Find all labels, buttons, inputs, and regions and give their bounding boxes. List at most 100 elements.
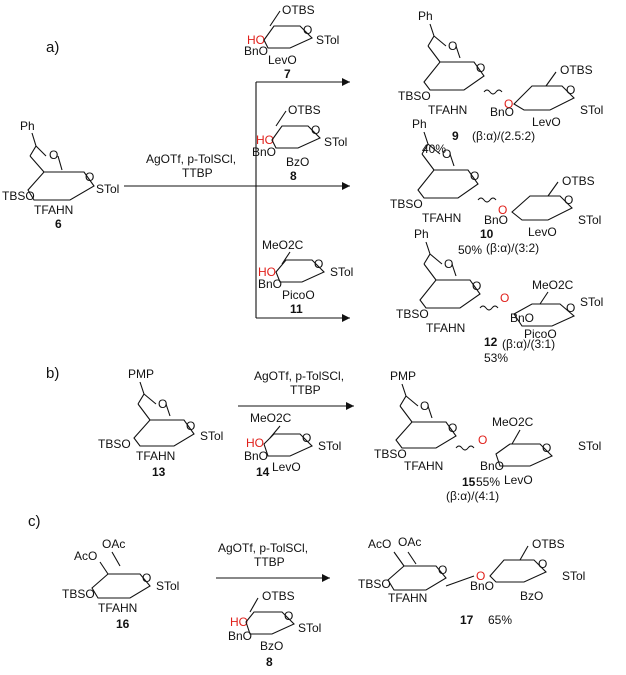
reagents-c-line1: AgOTf, p-TolSCl,: [218, 541, 308, 555]
bno-8c: BnO: [228, 629, 252, 643]
tbso-12: TBSO: [396, 307, 429, 321]
compound-8c-number: 8: [266, 655, 273, 669]
meo2c-12: MeO2C: [532, 278, 574, 292]
ho-7: HO: [247, 33, 265, 47]
stol-10: STol: [578, 213, 601, 227]
donor-16-structure: AcO OAc O STol TBSO TFAHN 16: [62, 537, 179, 631]
levo-7: LevO: [268, 53, 297, 67]
ph-12: Ph: [414, 227, 429, 241]
tbso-16: TBSO: [62, 587, 95, 601]
compound-14-number: 14: [256, 465, 270, 479]
stol-13: STol: [200, 429, 223, 443]
compound-6-number: 6: [55, 217, 62, 231]
otbs-9: OTBS: [560, 63, 593, 77]
stol-8c: STol: [298, 621, 321, 635]
product-15-structure: PMP O O O TBSO TFAHN MeO2C O STol BnO Le…: [374, 369, 601, 503]
otbs-8a: OTBS: [288, 103, 321, 117]
o-15: O: [420, 399, 429, 413]
otbs-17: OTBS: [532, 537, 565, 551]
pmp-15: PMP: [390, 369, 416, 383]
reagents-a-line2: TTBP: [182, 166, 213, 180]
product-12-structure: Ph O O O TBSO TFAHN MeO2C O STol BnO Pic…: [396, 227, 603, 365]
ring-o-10b: O: [564, 193, 573, 207]
product-10-structure: Ph O O O TBSO TFAHN OTBS O STol BnO LevO…: [390, 117, 601, 257]
reagents-a-line1: AgOTf, p-TolSCl,: [146, 152, 236, 166]
otbs-8c: OTBS: [262, 589, 295, 603]
linkage-o-9: O: [504, 97, 513, 111]
bno-9: BnO: [490, 105, 514, 119]
bno-15: BnO: [480, 459, 504, 473]
bno-7: BnO: [244, 44, 268, 58]
compound-16-number: 16: [116, 617, 130, 631]
ring-o-15b: O: [542, 441, 551, 455]
tbso-13: TBSO: [98, 437, 131, 451]
ring-o-12b: O: [566, 301, 575, 315]
compound-11-number: 11: [290, 302, 303, 316]
arrowhead-12: [342, 314, 350, 322]
arrowhead-b: [346, 402, 354, 410]
meo2c-14: MeO2C: [250, 411, 292, 425]
acceptor-7-structure: OTBS HO O STol BnO LevO 7: [244, 3, 339, 81]
ratio-10: (β:α)/(3:2): [486, 241, 539, 255]
levo-15: LevO: [504, 473, 533, 487]
stol-8a: STol: [324, 135, 347, 149]
acceptor-14-structure: MeO2C HO O STol BnO LevO 14: [244, 411, 341, 479]
donor-6-structure: Ph O O STol TBSO TFAHN 6: [2, 119, 119, 231]
bzo-17: BzO: [520, 589, 543, 603]
pmp-13: PMP: [128, 367, 154, 381]
picoo-11: PicoO: [282, 288, 315, 302]
compound-8a-number: 8: [290, 169, 297, 183]
stol-12: STol: [580, 295, 603, 309]
ratio-15: (β:α)/(4:1): [446, 489, 499, 503]
ring-o-8a: O: [311, 123, 320, 137]
ring-o-14: O: [302, 431, 311, 445]
linkage-o-10: O: [498, 203, 507, 217]
linkage-o-12: O: [500, 291, 509, 305]
ratio-9: (β:α)/(2.5:2): [472, 129, 535, 143]
ring-o-8c: O: [284, 609, 293, 623]
yield-12: 53%: [484, 351, 508, 365]
stol-11: STol: [330, 265, 353, 279]
donor-13-structure: PMP O O STol TBSO TFAHN 13: [98, 367, 223, 479]
oac-16: OAc: [102, 537, 125, 551]
ho-8c: HO: [230, 615, 248, 629]
arrowhead-9: [342, 78, 350, 86]
levo-10: LevO: [528, 225, 557, 239]
tfahn-6: TFAHN: [34, 203, 73, 217]
benzylidene-o: O: [49, 148, 58, 162]
stol-6: STol: [96, 182, 119, 196]
product-17-structure: AcO OAc O O TBSO TFAHN OTBS O STol BnO B…: [358, 535, 585, 627]
ring-o-7: O: [303, 23, 312, 37]
acceptor-8c-structure: OTBS HO O STol BnO BzO 8: [228, 589, 321, 669]
compound-9-number: 9: [452, 129, 459, 143]
ring-o-15a: O: [448, 421, 457, 435]
tbso-6: TBSO: [2, 189, 35, 203]
ring-o-13: O: [186, 419, 195, 433]
section-c-label: c): [28, 513, 41, 530]
bno-8a: BnO: [252, 145, 276, 159]
bno-10: BnO: [484, 213, 508, 227]
benzylidene-ph: Ph: [20, 119, 35, 133]
o-12a: O: [444, 257, 453, 271]
stol-17: STol: [562, 569, 585, 583]
aco-17: AcO: [368, 537, 391, 551]
section-a-label: a): [46, 39, 59, 56]
tfahn-15: TFAHN: [404, 459, 443, 473]
ph-10: Ph: [412, 117, 427, 131]
ph-9: Ph: [418, 9, 433, 23]
tbso-17: TBSO: [358, 577, 391, 591]
stol-9: STol: [580, 103, 603, 117]
acceptor-11-structure: MeO2C HO O STol BnO PicoO 11: [258, 238, 353, 316]
yield-17: 65%: [488, 613, 512, 627]
compound-13-number: 13: [152, 465, 166, 479]
compound-12-number: 12: [484, 335, 498, 349]
tfahn-17: TFAHN: [388, 591, 427, 605]
otbs-7: OTBS: [282, 3, 315, 17]
bno-17: BnO: [470, 579, 494, 593]
oac-17: OAc: [398, 535, 421, 549]
ring-o-11: O: [314, 257, 323, 271]
levo-14: LevO: [272, 460, 301, 474]
bno-11: BnO: [258, 277, 282, 291]
stol-16: STol: [156, 579, 179, 593]
